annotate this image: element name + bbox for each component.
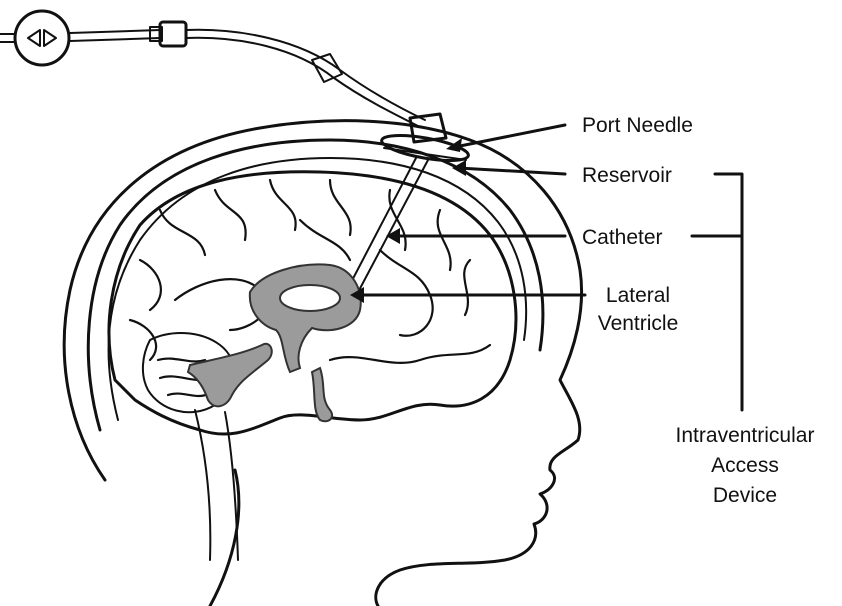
tube-segment-2a <box>186 30 425 120</box>
catheter-arrowhead <box>386 228 400 244</box>
ventricular-system <box>188 264 361 421</box>
scalp-profile <box>64 121 581 606</box>
label-lateral: Lateral <box>606 284 670 307</box>
label-access: Access <box>711 454 779 477</box>
label-intraventricular: Intraventricular <box>676 424 815 447</box>
label-ventricle: Ventricle <box>598 312 679 335</box>
pump-dial <box>15 11 69 65</box>
tube-clamp <box>312 54 342 82</box>
port-needle-arrowhead <box>446 138 462 152</box>
label-reservoir: Reservoir <box>582 164 672 187</box>
third-ventricle-shape <box>312 368 332 421</box>
device-bracket <box>692 174 742 410</box>
label-catheter: Catheter <box>582 226 663 249</box>
label-device: Device <box>713 484 777 507</box>
reservoir-pointer <box>458 168 565 174</box>
tube-connector <box>160 22 186 46</box>
label-port-needle: Port Needle <box>582 114 693 137</box>
valve-icon <box>28 30 56 46</box>
tube-segment-1 <box>70 30 160 41</box>
head-outline <box>64 121 581 606</box>
tube-segment-2b <box>186 38 418 126</box>
ventricle-highlight <box>280 285 340 311</box>
brain <box>109 172 516 560</box>
reservoir-arrowhead <box>452 160 466 176</box>
labels: Port Needle Reservoir Catheter Lateral V… <box>582 114 814 507</box>
port-needle-pointer <box>450 125 565 148</box>
tube-left <box>0 34 14 42</box>
infusion-line <box>0 11 425 126</box>
